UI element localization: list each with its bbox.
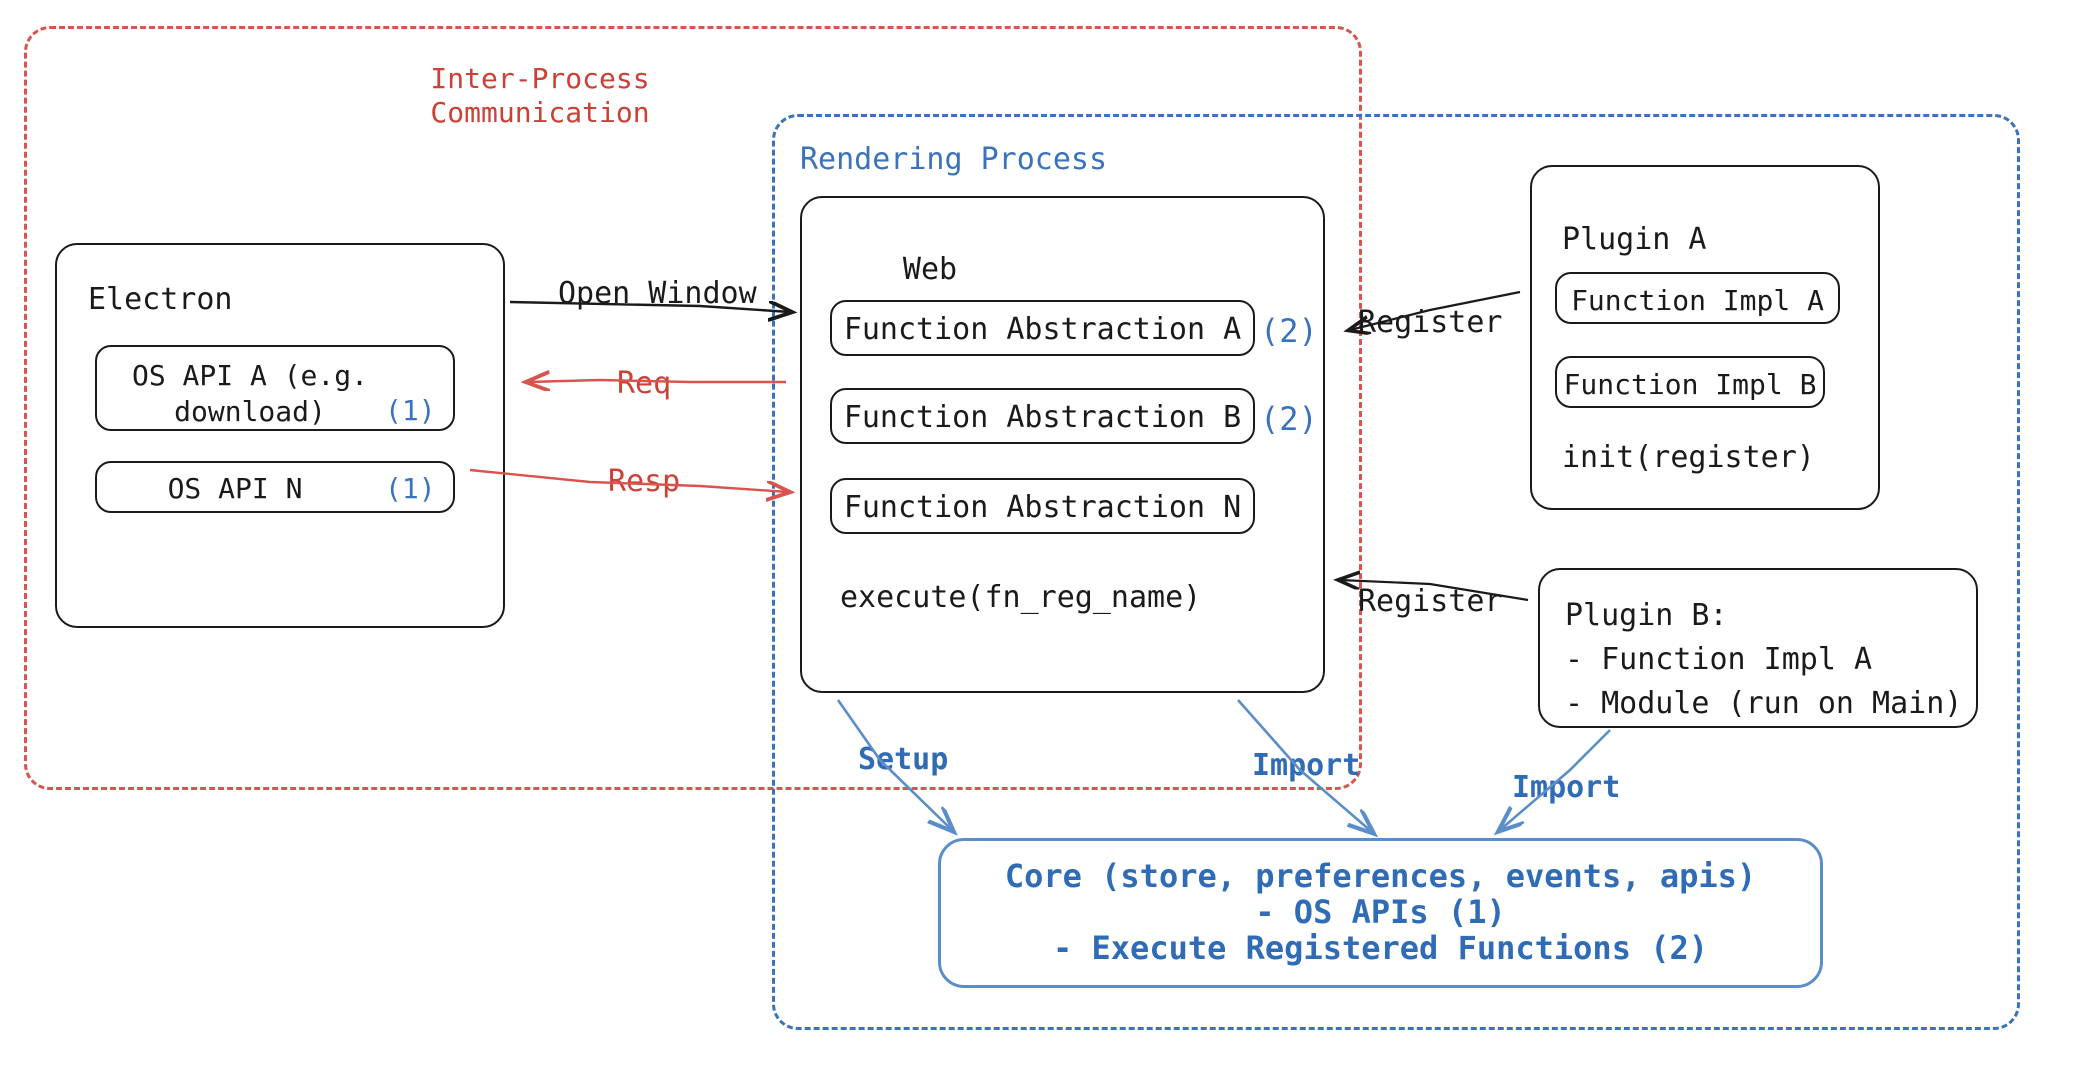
os-api-n-ref: (1): [385, 472, 436, 505]
function-abstraction-a-ref: (2): [1260, 312, 1318, 350]
plugin-a-box: [1530, 165, 1880, 510]
web-box: [800, 196, 1325, 693]
plugin-b-box: [1538, 568, 1978, 728]
plugin-a-title: Plugin A: [1562, 222, 1707, 257]
rendering-process-label: Rendering Process: [800, 142, 1108, 177]
req-edge-label: Req: [617, 366, 672, 401]
register-plugin-b-edge-label: Register: [1358, 584, 1503, 619]
function-impl-b-box[interactable]: [1555, 356, 1825, 408]
function-abstraction-a-label: Function Abstraction A: [843, 312, 1242, 347]
rendering-process-boundary: [772, 114, 2020, 1030]
os-api-a-line1: OS API A (e.g.: [131, 359, 368, 392]
os-api-a-label: OS API A (e.g.download): [100, 358, 400, 430]
register-plugin-a-edge-label: Register: [1358, 305, 1503, 340]
os-api-n-label: OS API N: [167, 472, 303, 505]
function-abstraction-a-box[interactable]: [830, 300, 1255, 356]
plugin-b-line3: - Module (run on Main): [1565, 686, 1963, 721]
web-execute-label: execute(fn_reg_name): [840, 580, 1202, 615]
os-api-a-ref: (1): [385, 394, 436, 427]
ipc-label-line1: Inter-Process: [430, 62, 650, 95]
electron-title: Electron: [88, 282, 233, 317]
function-impl-a-label: Function Impl A: [1571, 284, 1824, 317]
plugin-b-line2: - Function Impl A: [1565, 642, 1873, 677]
function-abstraction-n-label: Function Abstraction N: [843, 490, 1242, 525]
web-title: Web: [902, 252, 958, 287]
os-api-a-box[interactable]: [95, 345, 455, 431]
core-line2: - OS APIs (1): [1255, 893, 1506, 931]
function-impl-b-label: Function Impl B: [1563, 368, 1817, 401]
function-abstraction-b-box[interactable]: [830, 388, 1255, 444]
core-line3: - Execute Registered Functions (2): [1052, 929, 1709, 967]
function-abstraction-n-box[interactable]: [830, 478, 1255, 534]
function-abstraction-b-ref: (2): [1260, 400, 1318, 438]
core-text: Core (store, preferences, events, apis)-…: [938, 858, 1823, 966]
plugin-a-init-label: init(register): [1562, 440, 1815, 475]
electron-box: [55, 243, 505, 628]
os-api-a-line2: download): [174, 395, 326, 428]
open-window-edge-label: Open Window: [558, 276, 757, 311]
core-box: [938, 838, 1823, 988]
function-abstraction-b-label: Function Abstraction B: [843, 400, 1242, 435]
plugin-b-line1: Plugin B:: [1565, 598, 1728, 633]
import-plugin-edge-label: Import: [1512, 770, 1621, 805]
core-line1: Core (store, preferences, events, apis): [1004, 857, 1757, 895]
plugin-b-text: Plugin B: - Function Impl A - Module (run …: [1565, 594, 1962, 726]
ipc-label-line2: Communication: [430, 96, 650, 129]
import-web-edge-label: Import: [1252, 748, 1361, 783]
function-impl-a-box[interactable]: [1555, 272, 1840, 324]
resp-edge-label: Resp: [608, 464, 681, 499]
setup-edge-label: Setup: [858, 742, 949, 777]
os-api-n-box[interactable]: [95, 461, 455, 513]
ipc-boundary: [24, 26, 1362, 790]
